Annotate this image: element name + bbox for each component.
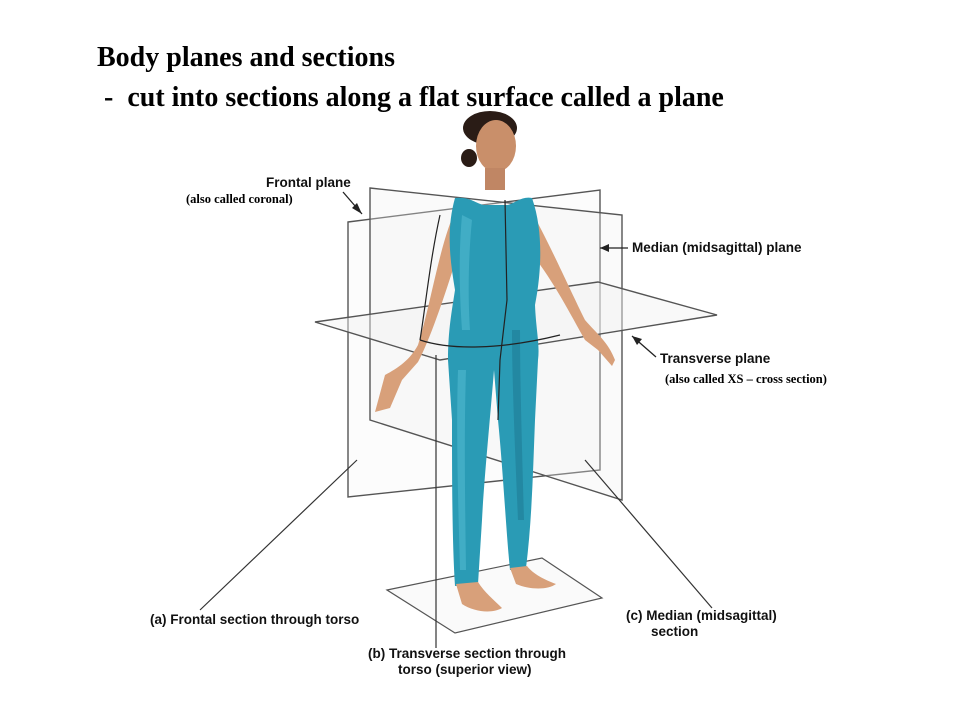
section-b-label-line2: torso (superior view) [398,662,532,677]
section-b-label-line1: (b) Transverse section through [368,646,567,661]
median-plane-label: Median (midsagittal) plane [632,240,802,255]
transverse-line-on-body [419,334,561,348]
title-line-2: - cut into sections along a flat surface… [97,82,724,113]
section-a-label: (a) Frontal section through torso [150,612,360,627]
transverse-plane-note: (also called XS – cross section) [665,372,827,386]
title-line-1: Body planes and sections [97,42,395,73]
human-figure [375,111,615,612]
floor-plate [385,557,604,634]
frontal-plane-label: Frontal plane [266,175,351,190]
transverse-plane-label: Transverse plane [660,351,771,366]
midline-on-body [497,199,508,421]
section-c-label-line2: section [651,624,699,639]
section-c-label-line1: (c) Median (midsagittal) [626,608,777,623]
frontal-line-on-body [419,214,441,341]
frontal-plane-note: (also called coronal) [186,192,293,206]
